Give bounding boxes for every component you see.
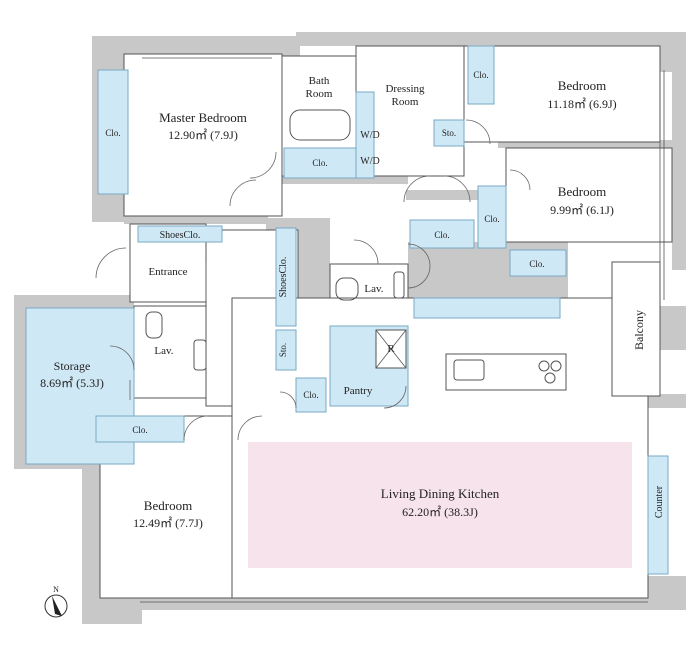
stove-burner-3	[544, 372, 556, 384]
closet-bed-e2	[509, 249, 567, 277]
master-bedroom-area: 12.90㎡ (7.9J)	[168, 128, 238, 142]
storage-area: 8.69㎡ (5.3J)	[40, 376, 104, 390]
closet-west-label: Clo.	[105, 128, 120, 138]
bedroom-e-floor	[505, 147, 673, 243]
ldk-area: 62.20㎡ (38.3J)	[402, 505, 478, 519]
closet-master-label: Clo.	[312, 158, 327, 168]
dressing-room-label-2: Room	[392, 96, 419, 108]
toilet-west	[145, 311, 163, 339]
sink-center	[393, 271, 405, 299]
closet-center	[409, 219, 475, 249]
shoes-closet-label: ShoesClo.	[160, 230, 201, 241]
closet-bed-e2-label: Clo.	[529, 259, 544, 269]
stove-burner-2	[550, 360, 562, 372]
shoes-closet-vertical	[275, 227, 297, 327]
lav-center-name: Lav.	[364, 283, 383, 295]
lav-west-name: Lav.	[154, 345, 173, 357]
bedroom-ne-area: 11.18㎡ (6.9J)	[547, 97, 616, 111]
storage-small	[275, 329, 297, 371]
lav-west-floor	[133, 305, 213, 399]
refrigerator-label: R	[387, 343, 395, 355]
sink	[453, 359, 485, 381]
storage-dressing-label: Sto.	[442, 128, 456, 138]
closet-pantry	[295, 377, 327, 413]
storage-small-label: Sto.	[278, 343, 288, 357]
bedroom-ne-name: Bedroom	[558, 78, 606, 93]
closet-bed-e1-label: Clo.	[484, 214, 499, 224]
bath-room-label-1: Bath	[309, 75, 330, 87]
bath-room-label-2: Room	[306, 88, 333, 100]
master-bedroom-name: Master Bedroom	[159, 110, 247, 125]
bedroom-e-name: Bedroom	[558, 184, 606, 199]
closet-bed-e1	[477, 185, 507, 249]
balcony-name: Balcony	[632, 310, 646, 350]
closet-pantry-label: Clo.	[303, 390, 318, 400]
closets	[95, 45, 669, 575]
washer-dryer-label-2: W/D	[360, 156, 379, 167]
sink-west	[193, 339, 207, 371]
ldk-highlight	[248, 442, 632, 568]
dressing-room-label-1: Dressing	[385, 83, 425, 95]
bedroom-ne-floor	[463, 45, 661, 143]
entrance-name: Entrance	[148, 266, 187, 278]
windows	[140, 53, 665, 603]
stove-burner-1	[538, 360, 550, 372]
compass-arrow	[52, 596, 62, 616]
washer-dryer-label-1: W/D	[360, 130, 379, 141]
closet-bed-sw	[95, 415, 185, 443]
compass-circle	[44, 594, 68, 618]
counter-strip	[647, 455, 669, 575]
shoes-closet-vertical-label: ShoesClo.	[278, 257, 289, 298]
ldk-name: Living Dining Kitchen	[381, 486, 500, 501]
bedroom-sw-name: Bedroom	[144, 498, 192, 513]
refrigerator-mark	[375, 329, 407, 369]
bedroom-e-area: 9.99㎡ (6.1J)	[550, 203, 614, 217]
toilet-center	[335, 277, 359, 301]
shoes-closet	[137, 225, 223, 243]
closet-master	[283, 147, 357, 179]
balcony-floor	[611, 261, 661, 397]
closet-center-label: Clo.	[434, 230, 449, 240]
closet-bed-sw-label: Clo.	[132, 425, 147, 435]
storage-name: Storage	[54, 359, 91, 373]
closet-ne	[467, 45, 495, 105]
bedroom-sw-area: 12.49㎡ (7.7J)	[133, 516, 203, 530]
closet-ne-label: Clo.	[473, 70, 488, 80]
closet-west	[97, 69, 129, 195]
compass: N	[44, 585, 68, 618]
corridor-closet	[413, 297, 561, 319]
kitchen-island	[445, 353, 567, 391]
bathtub	[289, 109, 351, 141]
counter-name: Counter	[654, 485, 665, 518]
washer-dryer	[355, 91, 375, 179]
door-swings	[95, 119, 531, 441]
storage-dressing	[433, 119, 465, 147]
pantry-name: Pantry	[344, 385, 373, 397]
compass-north-label: N	[53, 585, 59, 594]
fixtures	[145, 109, 567, 391]
